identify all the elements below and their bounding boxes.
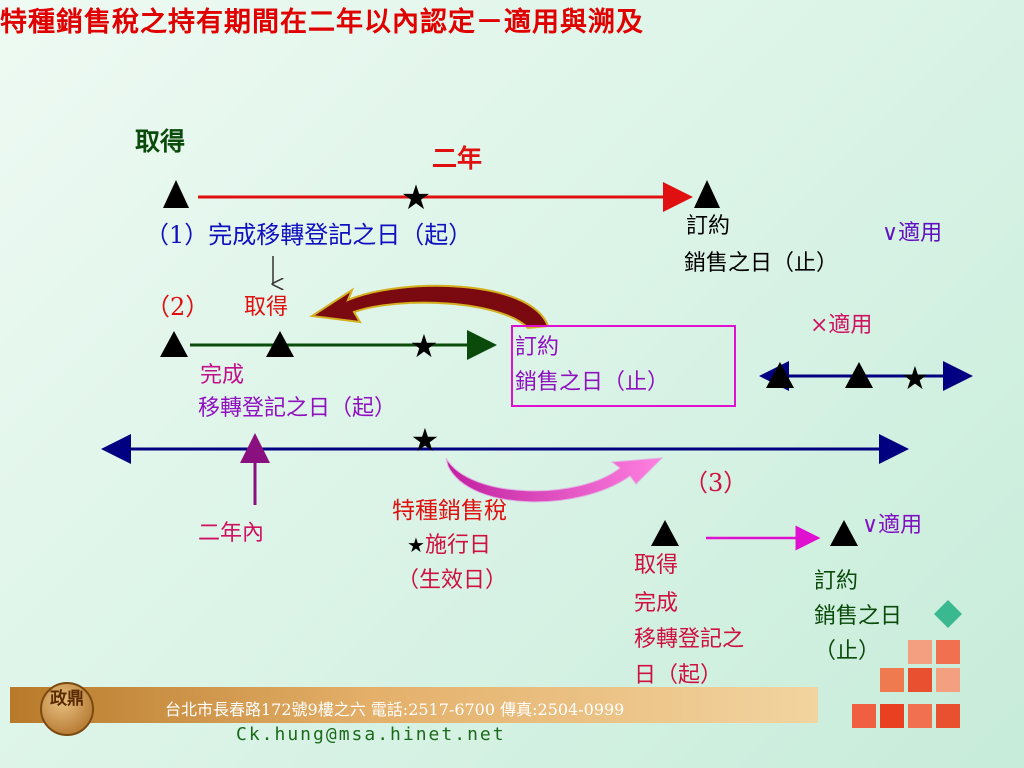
row3-end-triangle bbox=[830, 520, 858, 546]
footer-bar bbox=[10, 687, 818, 723]
row3-complete-line3: 日（起） bbox=[634, 663, 723, 688]
row3-contract-line3: （止） bbox=[814, 639, 881, 664]
within-two-years-label: 二年內 bbox=[198, 521, 265, 546]
row2-triangle-1 bbox=[160, 331, 188, 357]
row2-not-applicable-label: ×適用 bbox=[810, 313, 873, 338]
row1-start-label: （1）完成移轉登記之日（起） bbox=[145, 221, 473, 249]
row1-end-triangle bbox=[694, 180, 720, 208]
row2-contract-line1: 訂約 bbox=[515, 335, 560, 360]
row3-number-label: （3） bbox=[684, 469, 748, 497]
row3-applicable-label: ∨適用 bbox=[862, 513, 923, 538]
footer-email[interactable]: Ck.hung@msa.hinet.net bbox=[236, 724, 506, 745]
enactment-line2: 施行日 bbox=[424, 533, 491, 558]
row1-start-triangle bbox=[163, 180, 189, 208]
row1-two-years-label: 二年 bbox=[432, 144, 483, 173]
enactment-line3: （生效日） bbox=[397, 568, 508, 593]
na-triangle-2 bbox=[845, 362, 873, 388]
row2-complete-line2: 移轉登記之日（起） bbox=[198, 396, 397, 421]
row1-contract-line1: 訂約 bbox=[686, 214, 731, 239]
row2-star: ★ bbox=[410, 327, 439, 365]
row2-contract-line2: 銷售之日（止） bbox=[515, 370, 670, 395]
enactment-star: ★ bbox=[411, 421, 440, 459]
row2-acquire-label: 取得 bbox=[244, 295, 289, 320]
enactment-line1: 特種銷售稅 bbox=[392, 498, 507, 524]
row3-contract-line2: 銷售之日 bbox=[814, 604, 903, 629]
row2-contract-box bbox=[511, 325, 736, 407]
row3-complete-line2: 移轉登記之 bbox=[634, 627, 745, 652]
row3-start-triangle bbox=[651, 520, 679, 546]
enactment-curved-arrow bbox=[445, 457, 664, 503]
row2-triangle-2 bbox=[266, 331, 294, 357]
row1-star: ★ bbox=[401, 178, 431, 218]
row2-curved-arrow bbox=[309, 284, 550, 330]
row3-complete-line1: 完成 bbox=[634, 591, 679, 616]
row2-complete-line1: 完成 bbox=[200, 363, 245, 388]
na-star: ★ bbox=[901, 359, 930, 397]
na-triangle-1 bbox=[766, 362, 794, 388]
logo-seal: 政鼎 bbox=[40, 682, 94, 736]
row3-contract-line1: 訂約 bbox=[814, 569, 859, 594]
page-title: 特種銷售稅之持有期間在二年以內認定－適用與溯及 bbox=[0, 7, 644, 38]
enactment-line2-wrap: ★施行日 bbox=[407, 532, 491, 560]
footer-address: 台北市長春路172號9樓之六 電話:2517-6700 傳真:2504-0999 bbox=[165, 700, 625, 719]
row3-acquire-label: 取得 bbox=[634, 553, 679, 578]
row2-number-label: （2） bbox=[146, 293, 210, 321]
row1-applicable-label: ∨適用 bbox=[882, 221, 943, 246]
enactment-star-icon: ★ bbox=[407, 533, 425, 557]
row1-acquire-label: 取得 bbox=[135, 127, 186, 156]
row1-contract-line2: 銷售之日（止） bbox=[684, 251, 839, 276]
diamond-icon bbox=[934, 600, 962, 628]
